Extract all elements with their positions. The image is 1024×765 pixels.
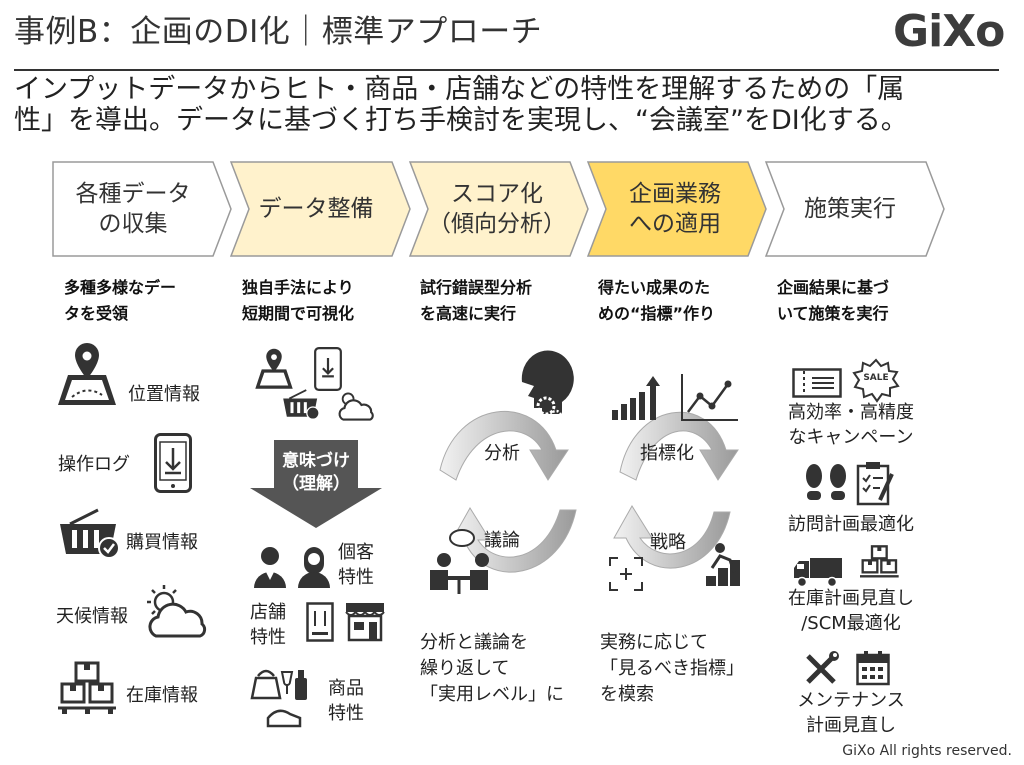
clipboard-checklist-icon — [856, 462, 894, 506]
step-label-3: スコア化（傾向分析） — [428, 181, 566, 237]
calendar-icon — [856, 651, 890, 686]
step-chevron-2 — [229, 161, 411, 257]
analysis-label: 分析 — [484, 443, 520, 464]
products-icon — [250, 669, 307, 728]
sale-badge-icon — [852, 358, 900, 403]
sun-cloud-icon — [147, 585, 207, 638]
customer-trait-label: 個客特性 — [338, 542, 374, 588]
boxes-stock-icon — [58, 661, 116, 714]
step-label-4: 企画業務への適用 — [629, 181, 721, 237]
product-trait-label: 商品特性 — [328, 678, 364, 724]
purchase-label: 購買情報 — [126, 532, 198, 553]
step-desc-4: 得たい成果のための“指標”作り — [598, 278, 716, 323]
meaning-down-arrow — [250, 440, 382, 528]
boxes-small-icon — [860, 545, 899, 578]
copyright-footer: GiXo All rights reserved. — [842, 743, 1012, 759]
stock-label: 在庫情報 — [126, 685, 198, 706]
page-subtitle: インプットデータからヒト・商品・店舗などの特性を理解するための「属 性」を導出。… — [14, 74, 908, 136]
customers-icon — [254, 547, 330, 588]
map-pin-icon — [58, 343, 116, 405]
wrench-screwdriver-icon — [806, 651, 839, 684]
visit-plan-label: 訪問計画最適化 — [788, 514, 914, 535]
step-label-5: 施策実行 — [804, 196, 896, 222]
page-title: 事例B：企画のDI化｜標準アプローチ — [14, 14, 543, 50]
shopping-basket-check-icon — [60, 508, 120, 559]
step-desc-2: 独自手法により短期間で可視化 — [242, 278, 355, 323]
sale-badge-text: SALE — [863, 373, 889, 383]
shop-trait-label: 店舗特性 — [250, 602, 286, 648]
meaning-arrow-text: 意味づけ（理解） — [282, 451, 350, 494]
storefront-icon — [345, 603, 385, 642]
step-chevron-4 — [586, 161, 767, 257]
shopping-basket-small-icon — [283, 389, 320, 420]
sun-cloud-small-icon — [338, 392, 374, 421]
indexing-cycle-diagram — [609, 374, 740, 591]
menu-card-icon — [306, 602, 334, 642]
indexing-label: 指標化 — [640, 443, 694, 464]
location-label: 位置情報 — [128, 384, 200, 405]
delivery-truck-icon — [794, 558, 842, 588]
analysis-cycle-diagram — [430, 350, 577, 594]
footprints-icon — [806, 464, 846, 500]
process-chevrons — [52, 161, 945, 257]
step-label-1: 各種データの収集 — [75, 181, 191, 237]
step-label-2: データ整備 — [258, 196, 374, 222]
step-chevron-3 — [408, 161, 589, 257]
smartphone-download-small-icon — [314, 347, 342, 391]
gixo-logo: GiXo — [893, 6, 1005, 57]
title-divider — [14, 69, 999, 71]
campaign-label: 高効率・高精度なキャンペーン — [788, 402, 914, 448]
weather-label: 天候情報 — [56, 606, 128, 627]
step-desc-5: 企画結果に基づいて施策を実行 — [777, 278, 890, 323]
coupon-icon — [792, 368, 842, 398]
step-desc-1: 多種多様なデータを受領 — [64, 278, 177, 323]
step-chevron-1 — [52, 161, 232, 257]
stock-plan-label: 在庫計画見直し/SCM最適化 — [788, 588, 914, 634]
step-chevron-5 — [764, 161, 945, 257]
discussion-label: 議論 — [484, 530, 520, 551]
maintenance-plan-label: メンテナンス計画見直し — [797, 690, 905, 736]
map-pin-small-icon — [255, 348, 293, 389]
analysis-note: 分析と議論を繰り返して「実用レベル」に — [420, 632, 564, 705]
oplog-label: 操作ログ — [58, 454, 130, 475]
smartphone-download-icon — [154, 433, 192, 493]
strategy-label: 戦略 — [650, 532, 686, 553]
step-desc-3: 試行錯誤型分析を高速に実行 — [420, 278, 533, 323]
indexing-note: 実務に応じて「見るべき指標」を模索 — [600, 632, 744, 705]
